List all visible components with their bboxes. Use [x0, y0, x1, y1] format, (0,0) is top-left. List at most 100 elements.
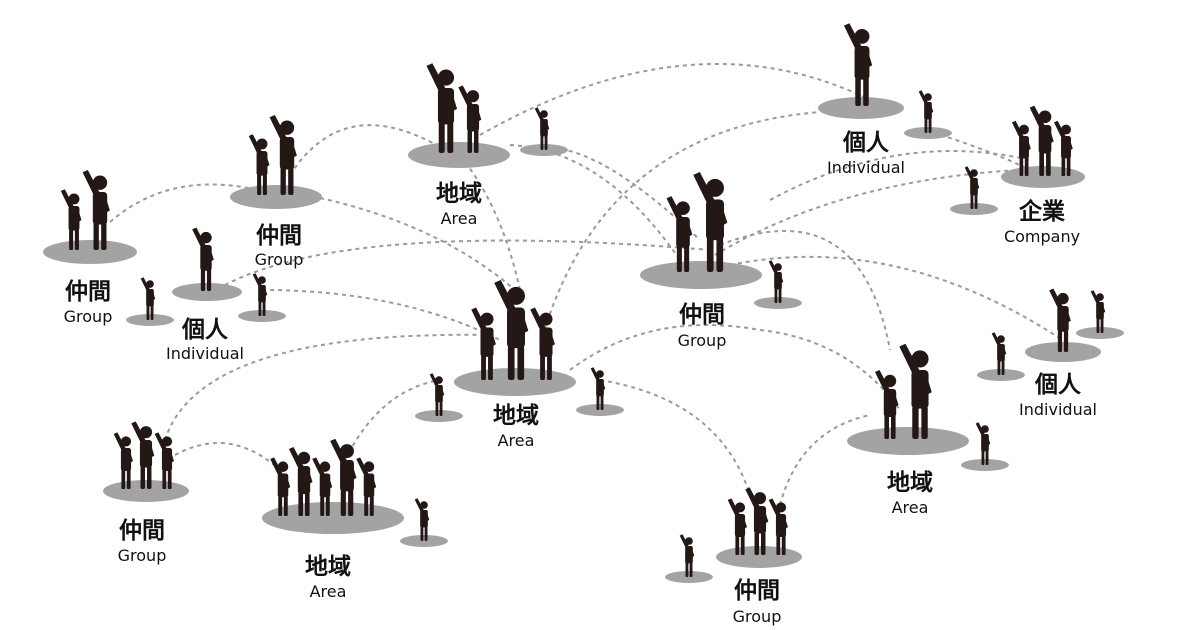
platform-ellipse: [665, 571, 713, 583]
person-waving-icon: [768, 260, 784, 303]
platform-ellipse: [126, 314, 174, 326]
platform-ellipse: [818, 97, 904, 119]
node-label-en: Area: [310, 582, 347, 601]
node-label-jp: 企業: [1018, 198, 1066, 225]
node-label-en: Group: [678, 331, 727, 350]
person-waving-icon: [426, 63, 458, 153]
node-label-jp: 地域: [887, 469, 933, 496]
link: [729, 255, 1071, 346]
person-waving-icon: [844, 23, 873, 106]
node-area-right: 地域 Area: [887, 469, 933, 517]
platform-ellipse: [103, 480, 189, 502]
platform-ellipse: [400, 535, 448, 547]
node-label-en: Individual: [827, 158, 905, 177]
person-waving-icon: [269, 114, 297, 195]
node-area-bottom: 地域 Area: [305, 553, 351, 601]
person-waving-icon: [113, 432, 133, 489]
person-waving-icon: [140, 277, 156, 320]
link: [539, 111, 821, 346]
link: [569, 324, 761, 371]
link: [174, 442, 281, 471]
node-label-jp: 仲間: [256, 222, 302, 249]
node-label-jp: 仲間: [119, 517, 165, 544]
platform-ellipse: [640, 261, 762, 289]
platform-ellipse: [950, 203, 998, 215]
link: [319, 197, 516, 291]
person-waving-icon: [1012, 120, 1031, 176]
person-waving-icon: [975, 422, 991, 465]
person-waving-icon: [727, 498, 747, 555]
node-label-en: Area: [498, 431, 535, 450]
node-label-jp: 仲間: [734, 577, 780, 604]
person-waving-icon: [918, 90, 934, 133]
person-waving-icon: [679, 534, 695, 577]
link: [109, 183, 259, 223]
node-label-en: Individual: [166, 344, 244, 363]
node-individual-left: 個人 Individual: [166, 317, 244, 363]
person-waving-icon: [693, 171, 728, 272]
node-group-top-left: 仲間 Group: [64, 278, 113, 326]
platform-ellipse: [1076, 327, 1124, 339]
platforms: [43, 97, 1124, 583]
node-area-top: 地域 Area: [436, 180, 482, 228]
platform-ellipse: [415, 410, 463, 422]
node-individual-right: 個人 Individual: [1019, 372, 1097, 419]
person-waving-icon: [666, 196, 693, 272]
node-group-upper: 仲間 Group: [255, 222, 304, 269]
node-group-bottom: 仲間 Group: [733, 577, 782, 626]
link: [261, 289, 501, 341]
node-label-jp: 個人: [1034, 372, 1082, 398]
node-area-center: 地域 Area: [493, 402, 539, 450]
link: [779, 414, 871, 506]
node-labels: 仲間 Group 仲間 Group 地域 Area 個人 Individual …: [64, 130, 1097, 626]
person-waving-icon: [131, 421, 155, 489]
node-label-en: Area: [441, 209, 478, 228]
node-label-en: Group: [64, 307, 113, 326]
person-waving-icon: [414, 498, 430, 541]
platform-ellipse: [520, 144, 568, 156]
node-label-en: Area: [892, 498, 929, 517]
node-label-en: Group: [255, 250, 304, 269]
node-label-en: Company: [1004, 227, 1080, 246]
person-waving-icon: [1090, 290, 1106, 333]
person-waving-icon: [270, 457, 291, 516]
person-waving-icon: [82, 169, 110, 250]
person-waving-icon: [494, 279, 529, 380]
person-waving-icon: [745, 487, 769, 555]
platform-ellipse: [172, 283, 242, 301]
link: [719, 230, 891, 351]
platform-ellipse: [238, 310, 286, 322]
person-waving-icon: [964, 166, 980, 209]
link: [479, 62, 881, 136]
platform-ellipse: [408, 142, 510, 168]
node-label-jp: 仲間: [65, 278, 111, 305]
person-waving-icon: [248, 134, 270, 195]
platform-ellipse: [230, 185, 322, 209]
person-waving-icon: [534, 107, 550, 150]
person-waving-icon: [60, 189, 82, 250]
node-label-jp: 地域: [436, 180, 482, 207]
platform-ellipse: [43, 240, 137, 264]
link: [344, 379, 441, 461]
link: [759, 329, 901, 411]
person-waving-icon: [192, 227, 214, 291]
node-label-en: Group: [118, 546, 167, 565]
platform-ellipse: [961, 459, 1009, 471]
platform-ellipse: [904, 127, 952, 139]
person-waving-icon: [1029, 105, 1054, 176]
person-waving-icon: [252, 273, 268, 316]
platform-ellipse: [754, 297, 802, 309]
node-label-jp: 地域: [493, 402, 539, 429]
link: [224, 239, 711, 286]
platform-ellipse: [847, 427, 969, 455]
person-waving-icon: [429, 373, 445, 416]
node-label-jp: 仲間: [679, 301, 725, 328]
platform-ellipse: [977, 369, 1025, 381]
node-label-jp: 個人: [181, 317, 229, 343]
link: [509, 144, 691, 276]
platform-ellipse: [576, 404, 624, 416]
node-group-center: 仲間 Group: [678, 301, 727, 350]
node-company: 企業 Company: [1004, 198, 1080, 246]
